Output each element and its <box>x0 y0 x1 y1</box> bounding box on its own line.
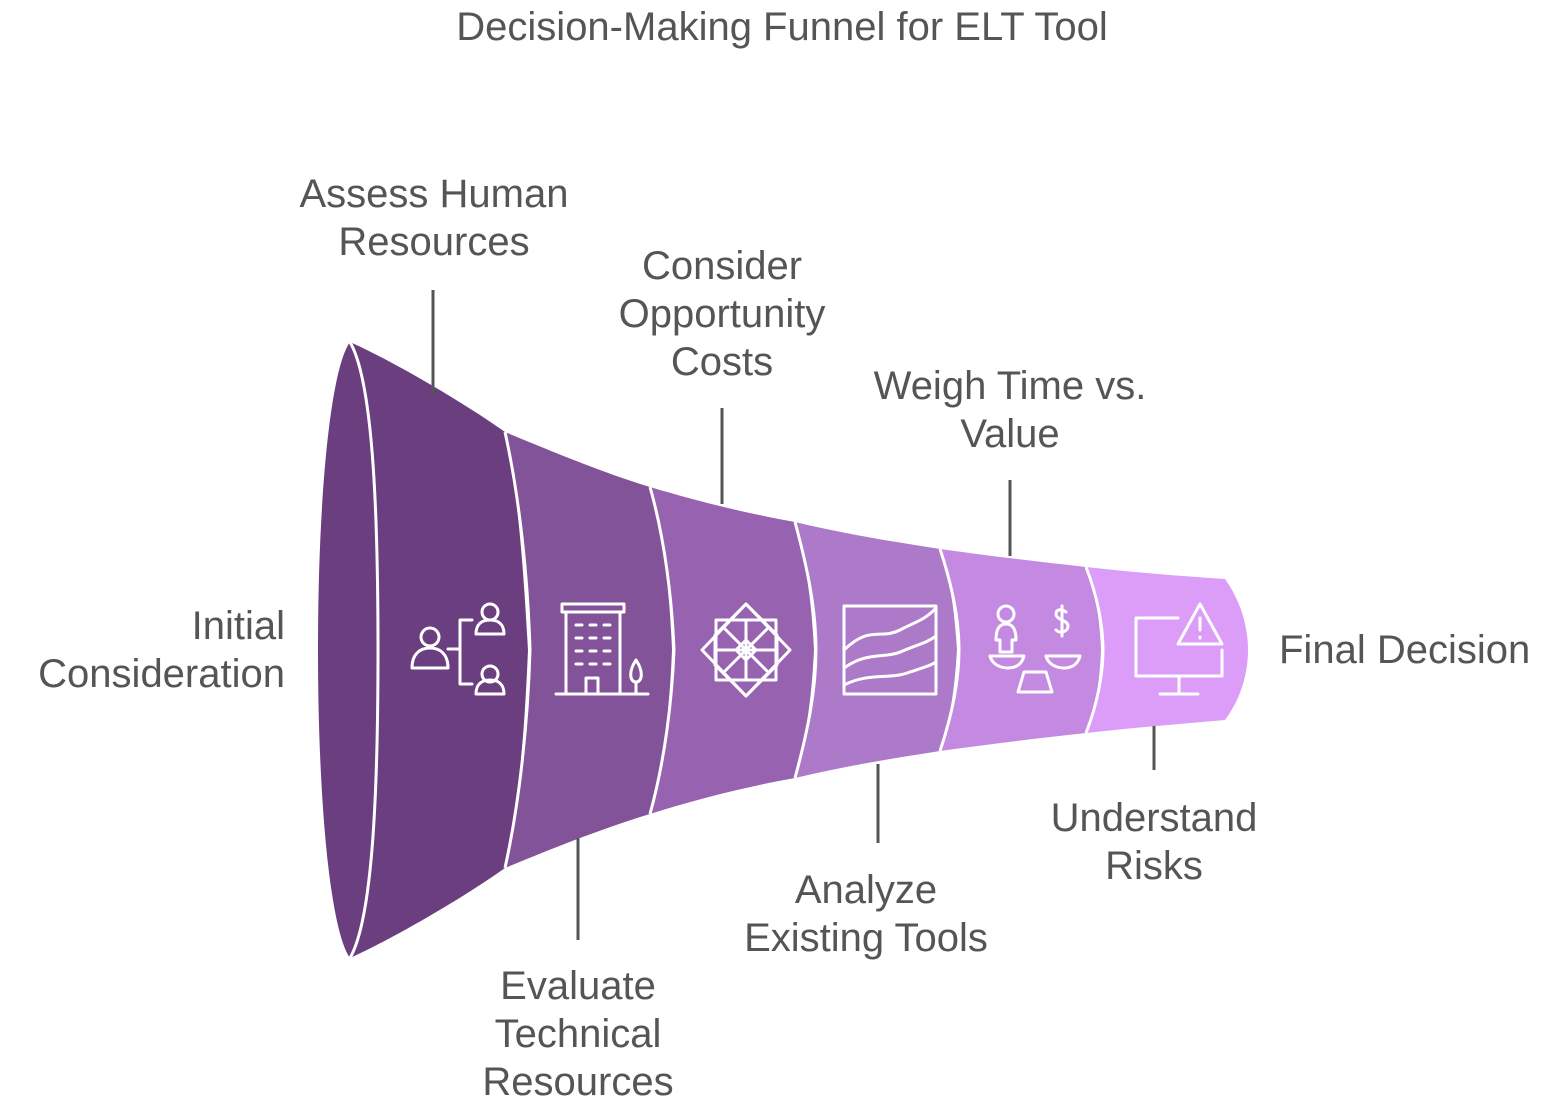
funnel-stage-analyze <box>940 549 1101 751</box>
office-building-icon <box>554 602 650 696</box>
area-chart-icon <box>842 604 938 696</box>
label-evaluate-technical-resources: Evaluate Technical Resources <box>482 964 674 1104</box>
monitor-warning-icon <box>1134 602 1224 696</box>
label-weigh-time-vs-value: Weigh Time vs. Value <box>873 364 1147 456</box>
label-understand-risks: Understand Risks <box>1050 796 1258 888</box>
label-initial-consideration: Initial Consideration <box>38 604 285 696</box>
funnel-stage-understand <box>1086 567 1248 733</box>
label-final-decision: Final Decision <box>1279 628 1531 672</box>
label-consider-opportunity-costs: Consider Opportunity Costs <box>618 244 826 384</box>
label-assess-human-resources: Assess Human Resources <box>299 172 569 264</box>
funnel-stage-consider <box>795 522 957 778</box>
compass-star-icon <box>700 602 792 698</box>
org-chart-people-icon <box>410 602 506 696</box>
stage-dividers <box>348 341 1105 959</box>
label-analyze-existing-tools: Analyze Existing Tools <box>744 868 988 960</box>
page-title: Decision-Making Funnel for ELT Tool <box>456 5 1108 49</box>
balance-scale-icon <box>988 604 1082 694</box>
funnel-stage-assess <box>505 432 672 868</box>
